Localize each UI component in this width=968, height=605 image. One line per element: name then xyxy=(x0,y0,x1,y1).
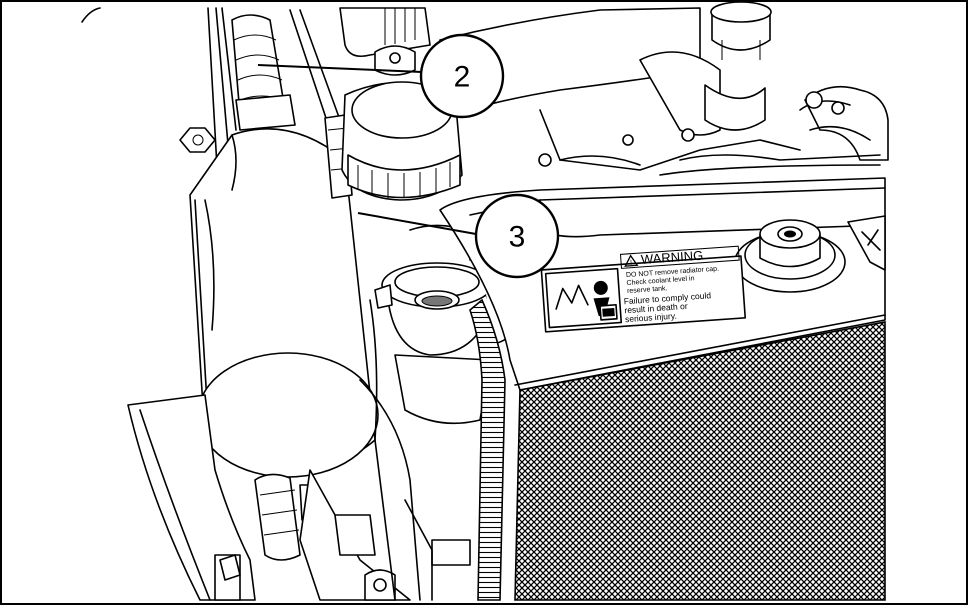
warning-line-2: Check coolant level in xyxy=(626,275,695,287)
callout-3-label: 3 xyxy=(509,221,526,254)
leader-line-2 xyxy=(257,64,423,73)
callout-3-circle xyxy=(474,193,560,279)
warning-line-5: result in death or xyxy=(624,301,688,315)
warning-line-3: reserve tank. xyxy=(627,285,668,295)
callout-2-label: 2 xyxy=(454,61,471,94)
top-left-arc xyxy=(81,7,101,23)
radiator-grille xyxy=(514,321,886,601)
svg-text:!: ! xyxy=(630,260,632,267)
engine-background xyxy=(179,1,889,191)
warning-decal: ! WARNING DO NOT remove radiator cap. Ch… xyxy=(540,245,747,333)
callout-2-circle xyxy=(419,33,505,119)
leader-line-3 xyxy=(357,212,477,235)
duct-end-cap xyxy=(197,352,379,478)
warning-heading: WARNING xyxy=(640,248,703,267)
radiator-cap xyxy=(734,219,846,293)
air-intake-duct xyxy=(189,114,379,478)
radiator-filler-neck xyxy=(341,45,463,201)
callout-2: 2 xyxy=(419,33,505,119)
callout-3: 3 xyxy=(474,193,560,279)
warning-line-6: serious injury. xyxy=(625,311,677,325)
lower-frame xyxy=(127,379,471,601)
